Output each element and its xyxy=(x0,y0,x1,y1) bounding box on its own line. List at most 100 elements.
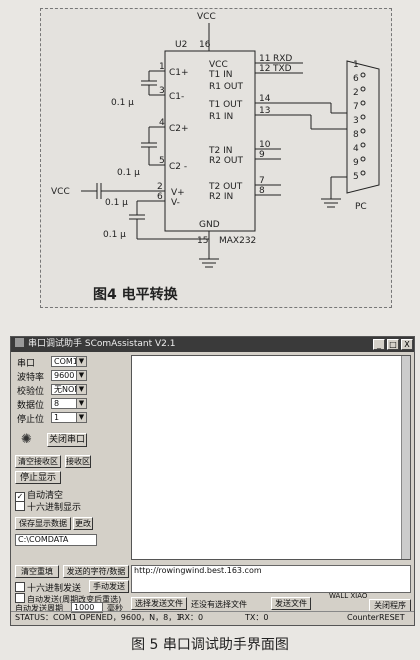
port-value: COM1 xyxy=(54,357,78,366)
c2m-label: C2 - xyxy=(169,162,187,172)
chevron-down-icon: ▼ xyxy=(76,399,86,408)
change-path-button[interactable]: 更改 xyxy=(73,517,93,530)
close-port-button[interactable]: 关闭串口 xyxy=(47,433,87,447)
db9-pin-7: 7 xyxy=(353,102,359,112)
clear-resend-button[interactable]: 清空重填 xyxy=(15,565,59,578)
select-file-button[interactable]: 选择发送文件 xyxy=(131,597,187,610)
r2out-label: R2 OUT xyxy=(209,156,244,166)
window-titlebar[interactable]: 串口调试助手 SComAssistant V2.1 _ □ X xyxy=(11,337,414,352)
receive-area-tab[interactable]: 接收区 xyxy=(65,455,91,468)
pin14-label: 14 xyxy=(259,94,271,104)
stopbits-label: 停止位 xyxy=(17,415,45,425)
send-text-input[interactable]: http://rowingwind.best.163.com xyxy=(131,565,411,593)
pin15-label: 15 xyxy=(197,236,208,246)
pin10-label: 10 xyxy=(259,140,271,150)
hex-display-checkbox[interactable]: 十六进制显示 xyxy=(15,500,81,513)
chip-vcc-label: VCC xyxy=(209,60,228,70)
vcc-top-label: VCC xyxy=(197,12,216,22)
c1m-label: C1- xyxy=(169,92,184,102)
no-file-label: 还没有选择文件 xyxy=(191,600,247,609)
auto-send-checkbox[interactable]: 自动发送(周期改变后重选) xyxy=(15,593,121,605)
baud-select[interactable]: 9600▼ xyxy=(51,370,87,381)
db9-pin-5: 5 xyxy=(353,172,359,182)
author-label: WALL XIAO xyxy=(329,592,368,600)
checkbox-empty-icon xyxy=(15,582,25,592)
vp-label: V+ xyxy=(171,188,185,198)
vcc-left-label: VCC xyxy=(51,187,70,197)
auto-period-label: 自动发送周期 xyxy=(15,604,63,613)
stop-display-button[interactable]: 停止显示 xyxy=(15,471,61,484)
pin4-label: 4 xyxy=(159,118,165,128)
port-status-lamp-icon: ✺ xyxy=(21,432,32,447)
rxd-label: RXD xyxy=(273,54,292,64)
pin12-label: 12 xyxy=(259,64,270,74)
chip-name-label: MAX232 xyxy=(219,236,256,246)
db9-pin-4: 4 xyxy=(353,144,359,154)
max232-chip-body xyxy=(164,50,256,232)
hex-send-checkbox[interactable]: 十六进制发送 xyxy=(15,581,81,594)
clear-receive-button[interactable]: 清空接收区 xyxy=(15,455,61,468)
stopbits-select[interactable]: 1▼ xyxy=(51,412,87,423)
port-label: 串口 xyxy=(17,359,36,369)
u2-label: U2 xyxy=(175,40,187,50)
databits-label: 数据位 xyxy=(17,401,45,411)
receive-scrollbar[interactable] xyxy=(401,356,410,559)
parity-label: 校验位 xyxy=(17,387,45,397)
hex-send-label: 十六进制发送 xyxy=(27,584,82,594)
stopbits-value: 1 xyxy=(54,413,60,422)
port-select[interactable]: COM1▼ xyxy=(51,356,87,367)
r2in-label: R2 IN xyxy=(209,192,233,202)
c2p-label: C2+ xyxy=(169,124,189,134)
receive-textarea[interactable] xyxy=(131,355,411,560)
cap4-label: 0.1 μ xyxy=(103,230,126,240)
pin8-label: 8 xyxy=(259,186,265,196)
maximize-button[interactable]: □ xyxy=(387,339,399,350)
pin11-label: 11 xyxy=(259,54,270,64)
ms-label: 毫秒 xyxy=(107,604,123,613)
save-path-field[interactable]: C:\COMDATA xyxy=(15,534,97,546)
pin9-label: 9 xyxy=(259,150,265,160)
window-title: 串口调试助手 SComAssistant V2.1 xyxy=(28,339,176,349)
cap2-label: 0.1 μ xyxy=(117,168,140,178)
r1in-label: R1 IN xyxy=(209,112,233,122)
send-file-button[interactable]: 发送文件 xyxy=(271,597,311,610)
db9-pin-3: 3 xyxy=(353,116,359,126)
parity-select[interactable]: 无NONE▼ xyxy=(51,384,87,395)
pin7-label: 7 xyxy=(259,176,265,186)
t1in-label: T1 IN xyxy=(208,70,232,80)
status-bar: STATUS：COM1 OPENED，9600，N，8，1 RX：0 TX：0 … xyxy=(11,611,414,625)
app-icon xyxy=(15,338,24,347)
checkbox-empty-icon xyxy=(15,593,25,603)
chevron-down-icon: ▼ xyxy=(76,357,86,366)
baud-label: 波特率 xyxy=(17,373,45,383)
db9-pin-6: 6 xyxy=(353,74,359,84)
minimize-button[interactable]: _ xyxy=(373,339,385,350)
db9-pin-2: 2 xyxy=(353,88,359,98)
manual-send-button[interactable]: 手动发送 xyxy=(89,580,129,593)
db9-pin-9: 9 xyxy=(353,158,359,168)
pin16-label: 16 xyxy=(199,40,211,50)
db9-pin-8: 8 xyxy=(353,130,359,140)
c1p-label: C1+ xyxy=(169,68,189,78)
save-display-button[interactable]: 保存显示数据 xyxy=(15,517,71,530)
rx-counter: RX：0 xyxy=(179,613,204,622)
databits-value: 8 xyxy=(54,399,60,408)
chevron-down-icon: ▼ xyxy=(76,413,86,422)
pin13-label: 13 xyxy=(259,106,270,116)
auto-period-input[interactable]: 1000 xyxy=(71,602,103,613)
chevron-down-icon: ▼ xyxy=(76,371,86,380)
databits-select[interactable]: 8▼ xyxy=(51,398,87,409)
vm-label: V- xyxy=(171,198,180,208)
checkbox-empty-icon xyxy=(15,501,25,511)
figure5-caption: 图 5 串口调试助手界面图 xyxy=(131,637,289,653)
db9-connector-outline xyxy=(346,60,380,194)
counter-reset-button[interactable]: CounterRESET xyxy=(347,613,405,622)
figure4-caption: 图4 电平转换 xyxy=(93,286,179,303)
pin6-label: 6 xyxy=(157,192,163,202)
send-area-tab[interactable]: 发送的字符/数据 xyxy=(63,565,129,578)
txd-label: TXD xyxy=(272,64,292,74)
circuit-figure: VCC U2 16 VCC 1 C1+ 3 C1- 0.1 μ 4 C2+ 5 … xyxy=(40,8,392,308)
parity-value: 无NONE xyxy=(54,385,86,394)
db9-pin-1: 1 xyxy=(353,60,359,70)
close-window-button[interactable]: X xyxy=(401,339,413,350)
